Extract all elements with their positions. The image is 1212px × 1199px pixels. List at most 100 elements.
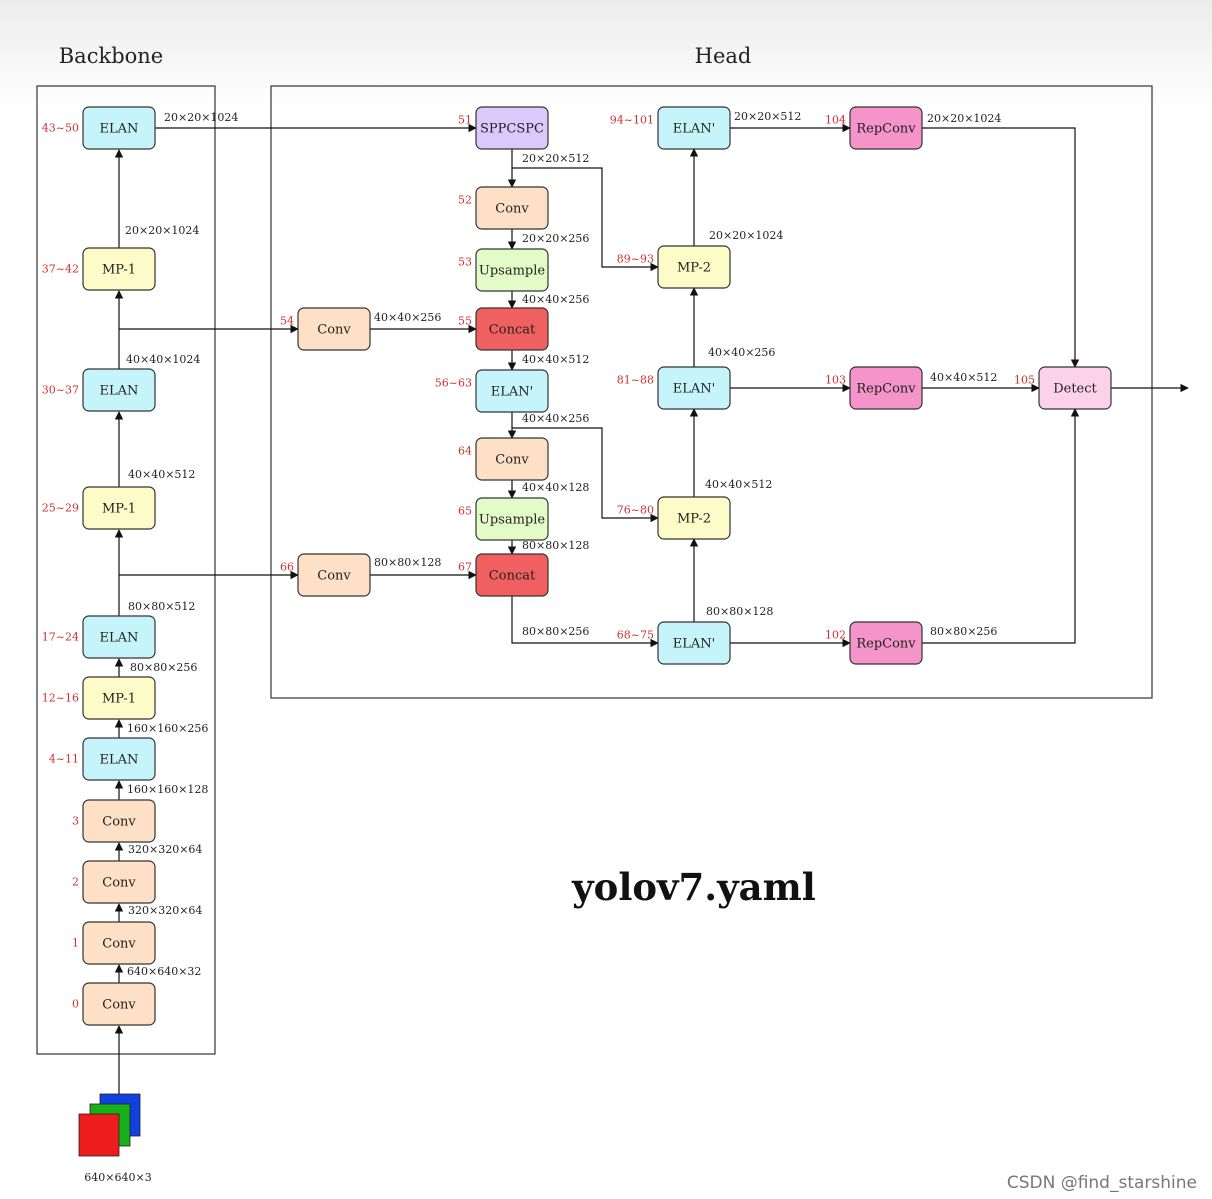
node-mp-b9: MP-137~42 bbox=[42, 247, 156, 291]
node-box bbox=[1038, 366, 1112, 410]
node-box bbox=[849, 106, 923, 150]
node-label: MP-1 bbox=[102, 692, 136, 707]
edge-h56_h76 bbox=[512, 427, 659, 523]
layer-index-label: 68~75 bbox=[617, 629, 654, 642]
node-box bbox=[82, 247, 156, 291]
node-label: Conv bbox=[317, 323, 351, 338]
node-upsample-h65: Upsample 65 bbox=[458, 497, 549, 541]
tensor-shape-label-in_b0: 640×640×32 bbox=[127, 965, 201, 978]
node-box bbox=[657, 245, 731, 289]
node-label: ELAN bbox=[100, 631, 139, 646]
tensor-shape-label-h53_h55: 40×40×256 bbox=[522, 293, 589, 306]
layer-index-label: 43~50 bbox=[42, 122, 79, 135]
node-box bbox=[297, 307, 371, 351]
node-label: MP-2 bbox=[677, 512, 711, 527]
layer-index-label: 53 bbox=[458, 256, 472, 269]
layer-index-label: 51 bbox=[458, 114, 472, 127]
tensor-shape-label-h67_h68: 80×80×256 bbox=[522, 625, 589, 638]
node-elan-b10: ELAN 43~50 bbox=[42, 106, 156, 150]
node-mp-h76: MP-276~80 bbox=[617, 496, 731, 540]
node-label: Conv bbox=[102, 998, 136, 1013]
node-box bbox=[849, 366, 923, 410]
node-box bbox=[82, 106, 156, 150]
node-label: MP-2 bbox=[677, 261, 711, 276]
layer-index-label: 102 bbox=[825, 629, 846, 642]
tensor-shape-label-h54_h55: 40×40×256 bbox=[374, 311, 441, 324]
node-box bbox=[82, 982, 156, 1026]
tensor-shape-label-h51_h52: 20×20×512 bbox=[522, 152, 589, 165]
node-detect-h105: Detect 105 bbox=[1014, 366, 1112, 410]
node-label: ELAN bbox=[100, 384, 139, 399]
node-conv-b0: Conv 0 bbox=[72, 982, 156, 1026]
node-box bbox=[475, 307, 549, 351]
backbone-title: Backbone bbox=[59, 44, 163, 68]
tensor-shape-label-b7_b8: 40×40×512 bbox=[128, 468, 195, 481]
node-label: ELAN bbox=[100, 753, 139, 768]
node-conv-b1: Conv 1 bbox=[72, 921, 156, 965]
node-label: Detect bbox=[1053, 382, 1097, 397]
diagram-title: yolov7.yaml bbox=[571, 865, 816, 909]
node-label: MP-1 bbox=[102, 263, 136, 278]
node-box bbox=[657, 496, 731, 540]
layer-index-label: 54 bbox=[280, 315, 294, 328]
node-label: Conv bbox=[102, 815, 136, 830]
head-title: Head bbox=[695, 44, 752, 68]
node-box bbox=[475, 553, 549, 597]
node-box bbox=[82, 799, 156, 843]
layer-index-label: 105 bbox=[1014, 374, 1035, 387]
layer-index-label: 17~24 bbox=[42, 631, 79, 644]
node-label: ELAN' bbox=[673, 637, 715, 652]
tensor-shape-label-b2_b3: 320×320×64 bbox=[128, 843, 202, 856]
tensor-shape-label-b3_b4: 160×160×128 bbox=[127, 783, 208, 796]
tensor-shape-label-h81_h89: 40×40×256 bbox=[708, 346, 775, 359]
csdn-watermark: CSDN @find_starshine bbox=[1007, 1173, 1197, 1193]
node-box bbox=[82, 860, 156, 904]
layer-index-label: 25~29 bbox=[42, 502, 79, 515]
tensor-shape-label-h65_h67: 80×80×128 bbox=[522, 539, 589, 552]
tensor-shape-label-h104_h105: 20×20×1024 bbox=[927, 112, 1001, 125]
node-label: ELAN bbox=[100, 122, 139, 137]
input-image-icon bbox=[78, 1093, 141, 1157]
node-mp-h89: MP-2 89~93 bbox=[617, 245, 731, 289]
node-label: ELAN' bbox=[673, 382, 715, 397]
node-box bbox=[297, 553, 371, 597]
node-mp-b7: MP-1 25~29 bbox=[42, 486, 156, 530]
node-box bbox=[82, 368, 156, 412]
tensor-shape-label-h66_h67: 80×80×128 bbox=[374, 556, 441, 569]
node-label: MP-1 bbox=[102, 502, 136, 517]
node-box bbox=[82, 921, 156, 965]
layer-index-label: 2 bbox=[72, 876, 79, 889]
node-repconv-h102: RepConv 102 bbox=[825, 621, 923, 665]
tensor-shape-label-h89_h94: 20×20×1024 bbox=[709, 229, 783, 242]
node-label: Concat bbox=[489, 323, 536, 338]
layer-index-label: 103 bbox=[825, 374, 846, 387]
layer-index-label: 1 bbox=[72, 937, 79, 950]
node-box bbox=[82, 676, 156, 720]
node-elan-b6: ELAN 17~24 bbox=[42, 615, 156, 659]
tensor-shape-label-h56_h64: 40×40×256 bbox=[522, 412, 589, 425]
node-label: Conv bbox=[102, 937, 136, 952]
node-box bbox=[82, 737, 156, 781]
layer-index-label: 0 bbox=[72, 998, 79, 1011]
layer-index-label: 66 bbox=[280, 561, 294, 574]
node-label: RepConv bbox=[856, 637, 916, 652]
tensor-shape-label-b5_b6: 80×80×256 bbox=[130, 661, 197, 674]
node-label: Upsample bbox=[479, 513, 546, 528]
tensor-shape-label-b9_b10: 20×20×1024 bbox=[125, 224, 199, 237]
layer-index-label: 65 bbox=[458, 505, 472, 518]
node-conv-h66: Conv 66 bbox=[280, 553, 371, 597]
tensor-shape-label-b1_b2: 320×320×64 bbox=[128, 904, 202, 917]
node-label: Conv bbox=[317, 569, 351, 584]
layer-index-label: 30~37 bbox=[42, 384, 79, 397]
tensor-shape-label-b4_b5: 160×160×256 bbox=[127, 722, 208, 735]
tensor-shape-label-h55_h56: 40×40×512 bbox=[522, 353, 589, 366]
node-elan-h81: ELAN' 81~88 bbox=[617, 366, 731, 410]
layer-index-label: 81~88 bbox=[617, 374, 654, 387]
tensor-shape-label-h103_h105: 40×40×512 bbox=[930, 371, 997, 384]
edge-h51_h89 bbox=[512, 167, 659, 272]
node-label: Concat bbox=[489, 569, 536, 584]
layer-index-label: 89~93 bbox=[617, 253, 654, 266]
